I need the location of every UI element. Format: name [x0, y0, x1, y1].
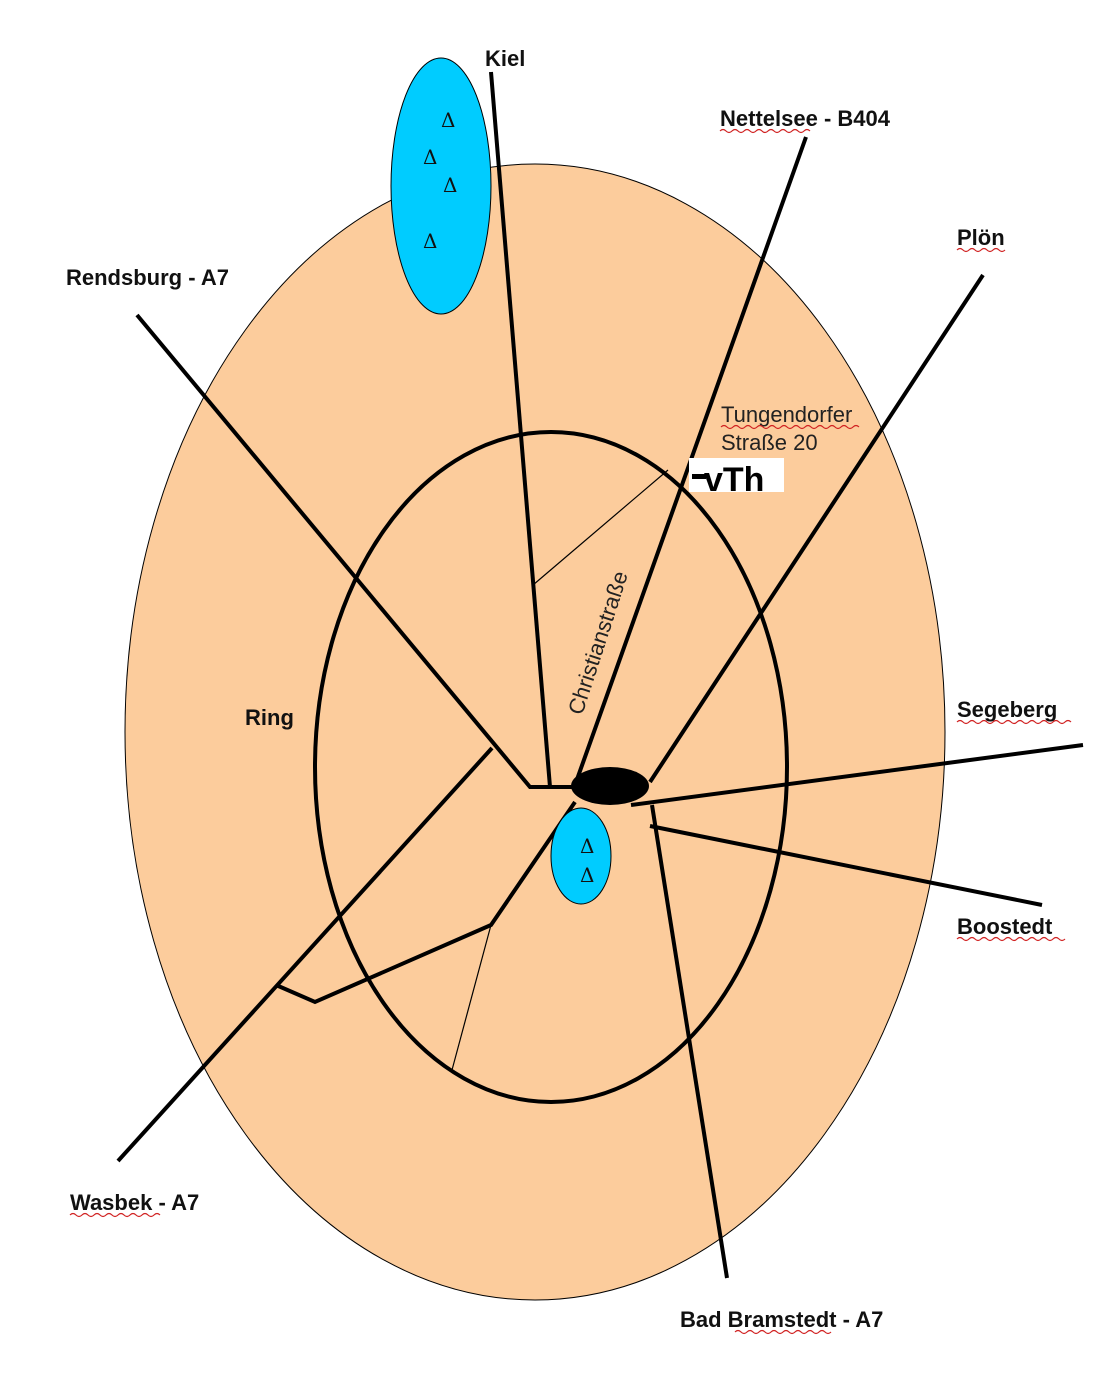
svg-text:vTh: vTh — [704, 461, 764, 499]
outer-area-ellipse — [124, 163, 946, 1301]
spellcheck-underline — [69, 1212, 161, 1218]
triangle-symbol: Δ — [423, 229, 437, 253]
road-rendsburg — [135, 313, 575, 789]
label-ring: Ring — [245, 705, 294, 730]
spellcheck-underline — [734, 1329, 832, 1335]
label-segeberg: Segeberg — [957, 697, 1057, 722]
triangle-symbol: Δ — [580, 863, 594, 887]
triangle-symbol: Δ — [423, 145, 437, 169]
spellcheck-underline — [956, 936, 1066, 942]
road-ploen — [648, 273, 985, 784]
road-kiel — [489, 71, 552, 788]
thin-street-south — [451, 924, 492, 1071]
road-boostedt — [649, 824, 1043, 907]
road-south-connector — [275, 800, 577, 1005]
triangle-symbol: Δ — [441, 108, 455, 132]
center-marker-icon — [571, 767, 649, 805]
road-segeberg — [630, 743, 1084, 807]
label-address-line1: Tungendorfer — [721, 402, 852, 427]
label-ploen: Plön — [957, 225, 1005, 250]
lake-north — [390, 57, 492, 315]
label-rendsburg: Rendsburg - A7 — [66, 265, 229, 290]
road-wasbek — [116, 746, 494, 1163]
spellcheck-underline — [720, 424, 860, 430]
label-nettelsee: Nettelsee - B404 — [720, 106, 891, 131]
spellcheck-underline — [956, 719, 1072, 725]
spellcheck-underline — [719, 128, 811, 134]
inner-ring-road — [313, 430, 789, 1104]
triangle-symbol: Δ — [580, 834, 594, 858]
spellcheck-underline — [956, 247, 1006, 253]
triangle-symbol: Δ — [443, 173, 457, 197]
label-wasbek: Wasbek - A7 — [70, 1190, 199, 1215]
label-address-line2: Straße 20 — [721, 430, 818, 455]
label-kiel: Kiel — [485, 46, 525, 71]
label-bad-bramstedt: Bad Bramstedt - A7 — [680, 1307, 883, 1332]
lake-center — [550, 807, 612, 905]
thin-street-north — [532, 469, 669, 586]
vth-logo-icon: vTh — [689, 458, 784, 499]
road-bad-bramstedt — [650, 804, 729, 1279]
label-boostedt: Boostedt — [957, 914, 1053, 939]
